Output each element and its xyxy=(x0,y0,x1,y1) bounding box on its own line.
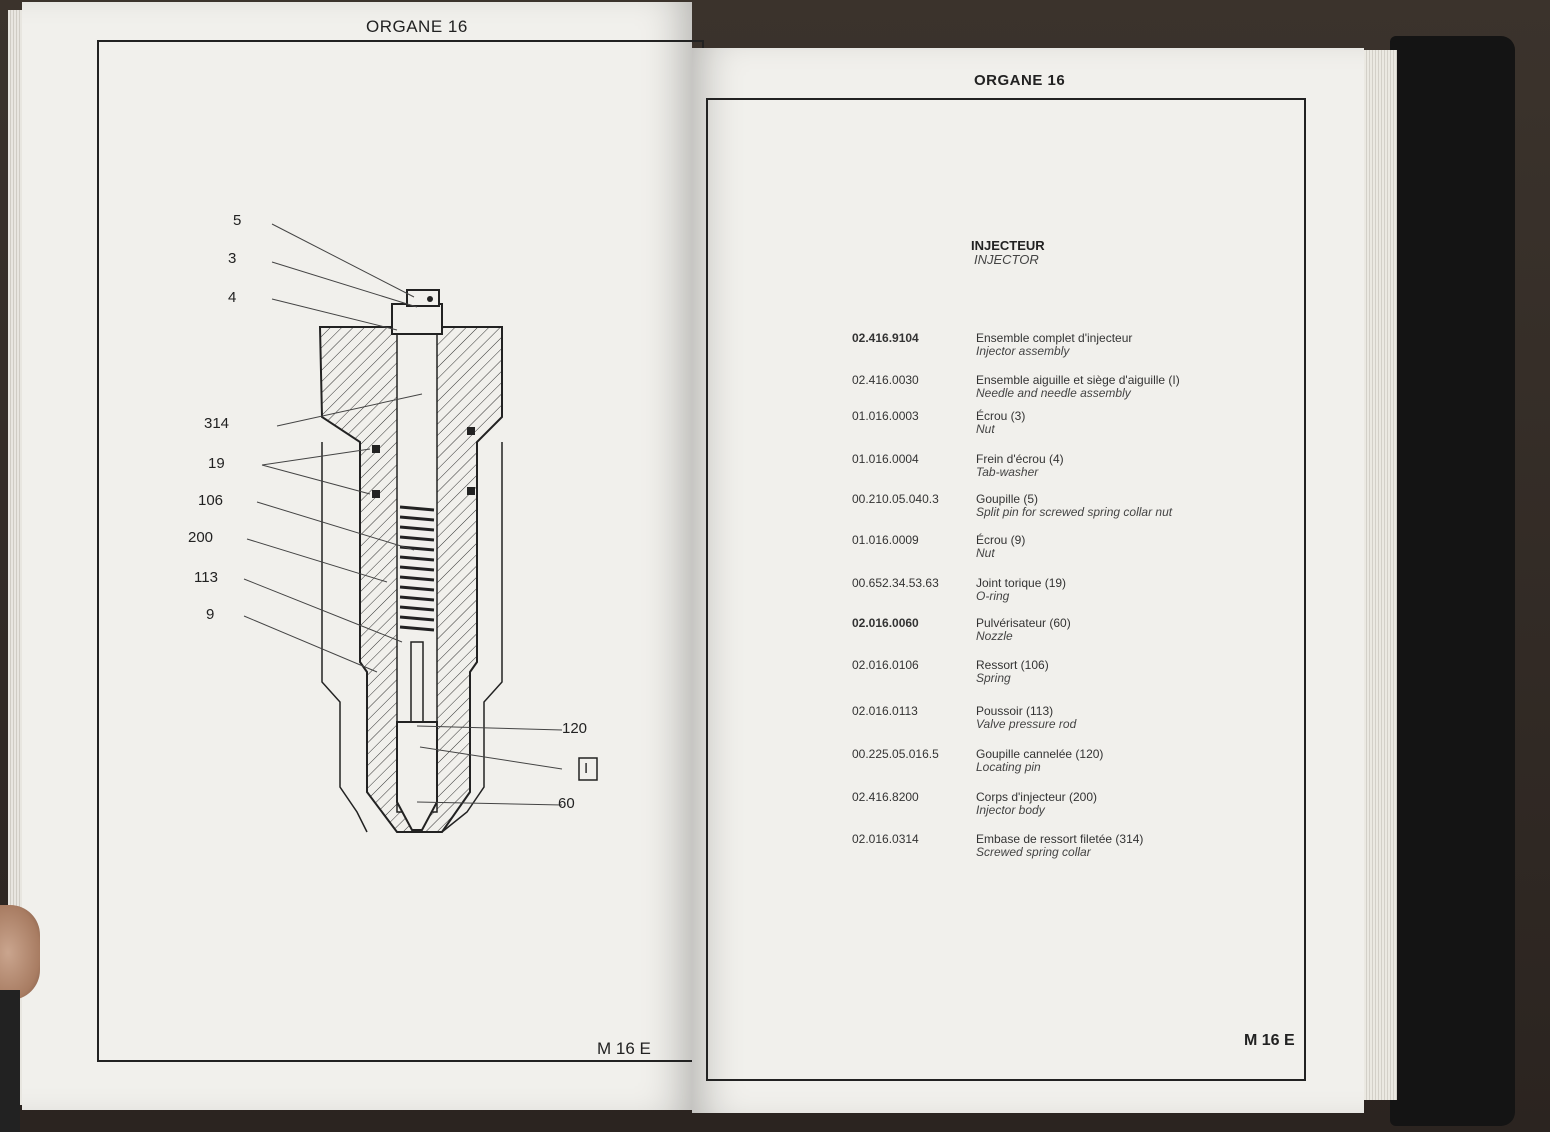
right-page: ORGANE 16 INJECTEUR INJECTOR 02.416.9104… xyxy=(692,48,1364,1113)
callout-label: 4 xyxy=(228,289,237,306)
callout-label: 19 xyxy=(208,455,225,472)
part-desc-fr: Poussoir (113) xyxy=(976,704,1054,718)
right-page-footer: M 16 E xyxy=(1244,1032,1295,1049)
part-number: 01.016.0004 xyxy=(852,452,919,466)
part-desc-fr: Ensemble aiguille et siège d'aiguille (I… xyxy=(976,373,1180,387)
callout-label: 3 xyxy=(228,250,237,267)
callout-label: 113 xyxy=(194,569,218,586)
part-number: 02.416.8200 xyxy=(852,790,919,804)
part-desc-en: Nozzle xyxy=(976,629,1013,643)
part-number: 02.016.0106 xyxy=(852,658,919,672)
part-number: 02.016.0314 xyxy=(852,832,919,846)
part-desc-en: Split pin for screwed spring collar nut xyxy=(976,505,1173,519)
part-desc-en: Tab-washer xyxy=(976,465,1039,479)
part-desc-en: Locating pin xyxy=(976,760,1041,774)
part-desc-en: Valve pressure rod xyxy=(976,717,1077,731)
thumb xyxy=(0,905,40,1000)
o-ring xyxy=(372,490,380,498)
part-desc-fr: Écrou (3) xyxy=(976,409,1026,423)
callout-label: 106 xyxy=(198,492,224,509)
left-dark-strip xyxy=(0,990,20,1132)
left-page-header: ORGANE 16 xyxy=(366,17,468,36)
callout-label: 9 xyxy=(206,606,215,623)
part-desc-en: Needle and needle assembly xyxy=(976,386,1131,400)
part-number: 00.210.05.040.3 xyxy=(852,492,939,506)
part-number: 00.225.05.016.5 xyxy=(852,747,939,761)
part-desc-fr: Ensemble complet d'injecteur xyxy=(976,331,1133,345)
callout-label: 60 xyxy=(558,795,575,812)
injector-cross-section-diagram xyxy=(243,223,598,833)
top-nut xyxy=(391,303,443,335)
part-desc-fr: Frein d'écrou (4) xyxy=(976,452,1064,466)
book-cover xyxy=(1390,36,1515,1126)
part-number: 02.016.0113 xyxy=(852,704,918,718)
callout-label: I xyxy=(584,760,589,777)
left-page-footer: M 16 E xyxy=(597,1039,651,1058)
callout-box xyxy=(578,757,598,781)
part-desc-en: O-ring xyxy=(976,589,1010,603)
callout-label: 314 xyxy=(204,415,230,432)
top-cap xyxy=(406,289,440,307)
o-ring xyxy=(467,487,475,495)
section-title: INJECTEUR xyxy=(971,238,1045,253)
part-number: 01.016.0009 xyxy=(852,533,919,547)
part-desc-fr: Goupille cannelée (120) xyxy=(976,747,1104,761)
part-number: 02.016.0060 xyxy=(852,616,919,630)
spring xyxy=(399,505,435,632)
part-desc-fr: Ressort (106) xyxy=(976,658,1049,672)
callout-label: 200 xyxy=(188,529,214,546)
part-number: 00.652.34.53.63 xyxy=(852,576,939,590)
part-desc-en: Spring xyxy=(976,671,1011,685)
cylinder-head-section xyxy=(321,442,368,833)
part-number: 02.416.0030 xyxy=(852,373,919,387)
section-subtitle: INJECTOR xyxy=(974,252,1039,267)
part-desc-en: Injector assembly xyxy=(976,344,1070,358)
part-number: 01.016.0003 xyxy=(852,409,919,423)
leader-lines xyxy=(243,223,563,806)
part-desc-en: Screwed spring collar xyxy=(976,845,1091,859)
part-desc-fr: Pulvérisateur (60) xyxy=(976,616,1071,630)
part-desc-fr: Corps d'injecteur (200) xyxy=(976,790,1098,804)
part-desc-en: Injector body xyxy=(976,803,1045,817)
part-desc-en: Nut xyxy=(976,546,995,560)
part-desc-en: Nut xyxy=(976,422,995,436)
right-page-frame xyxy=(706,98,1306,1081)
part-desc-fr: Goupille (5) xyxy=(976,492,1039,506)
part-desc-fr: Joint torique (19) xyxy=(976,576,1067,590)
part-number: 02.416.9104 xyxy=(852,331,919,345)
callout-label: 5 xyxy=(233,212,242,229)
right-page-header: ORGANE 16 xyxy=(974,72,1066,89)
part-desc-fr: Embase de ressort filetée (314) xyxy=(976,832,1144,846)
o-ring xyxy=(467,427,475,435)
part-desc-fr: Écrou (9) xyxy=(976,533,1026,547)
o-ring xyxy=(372,445,380,453)
push-rod xyxy=(410,641,424,723)
left-page: ORGANE 16 xyxy=(22,2,704,1110)
nozzle xyxy=(396,721,438,831)
cylinder-head-section-right xyxy=(441,442,503,833)
callout-label: 120 xyxy=(562,720,588,737)
